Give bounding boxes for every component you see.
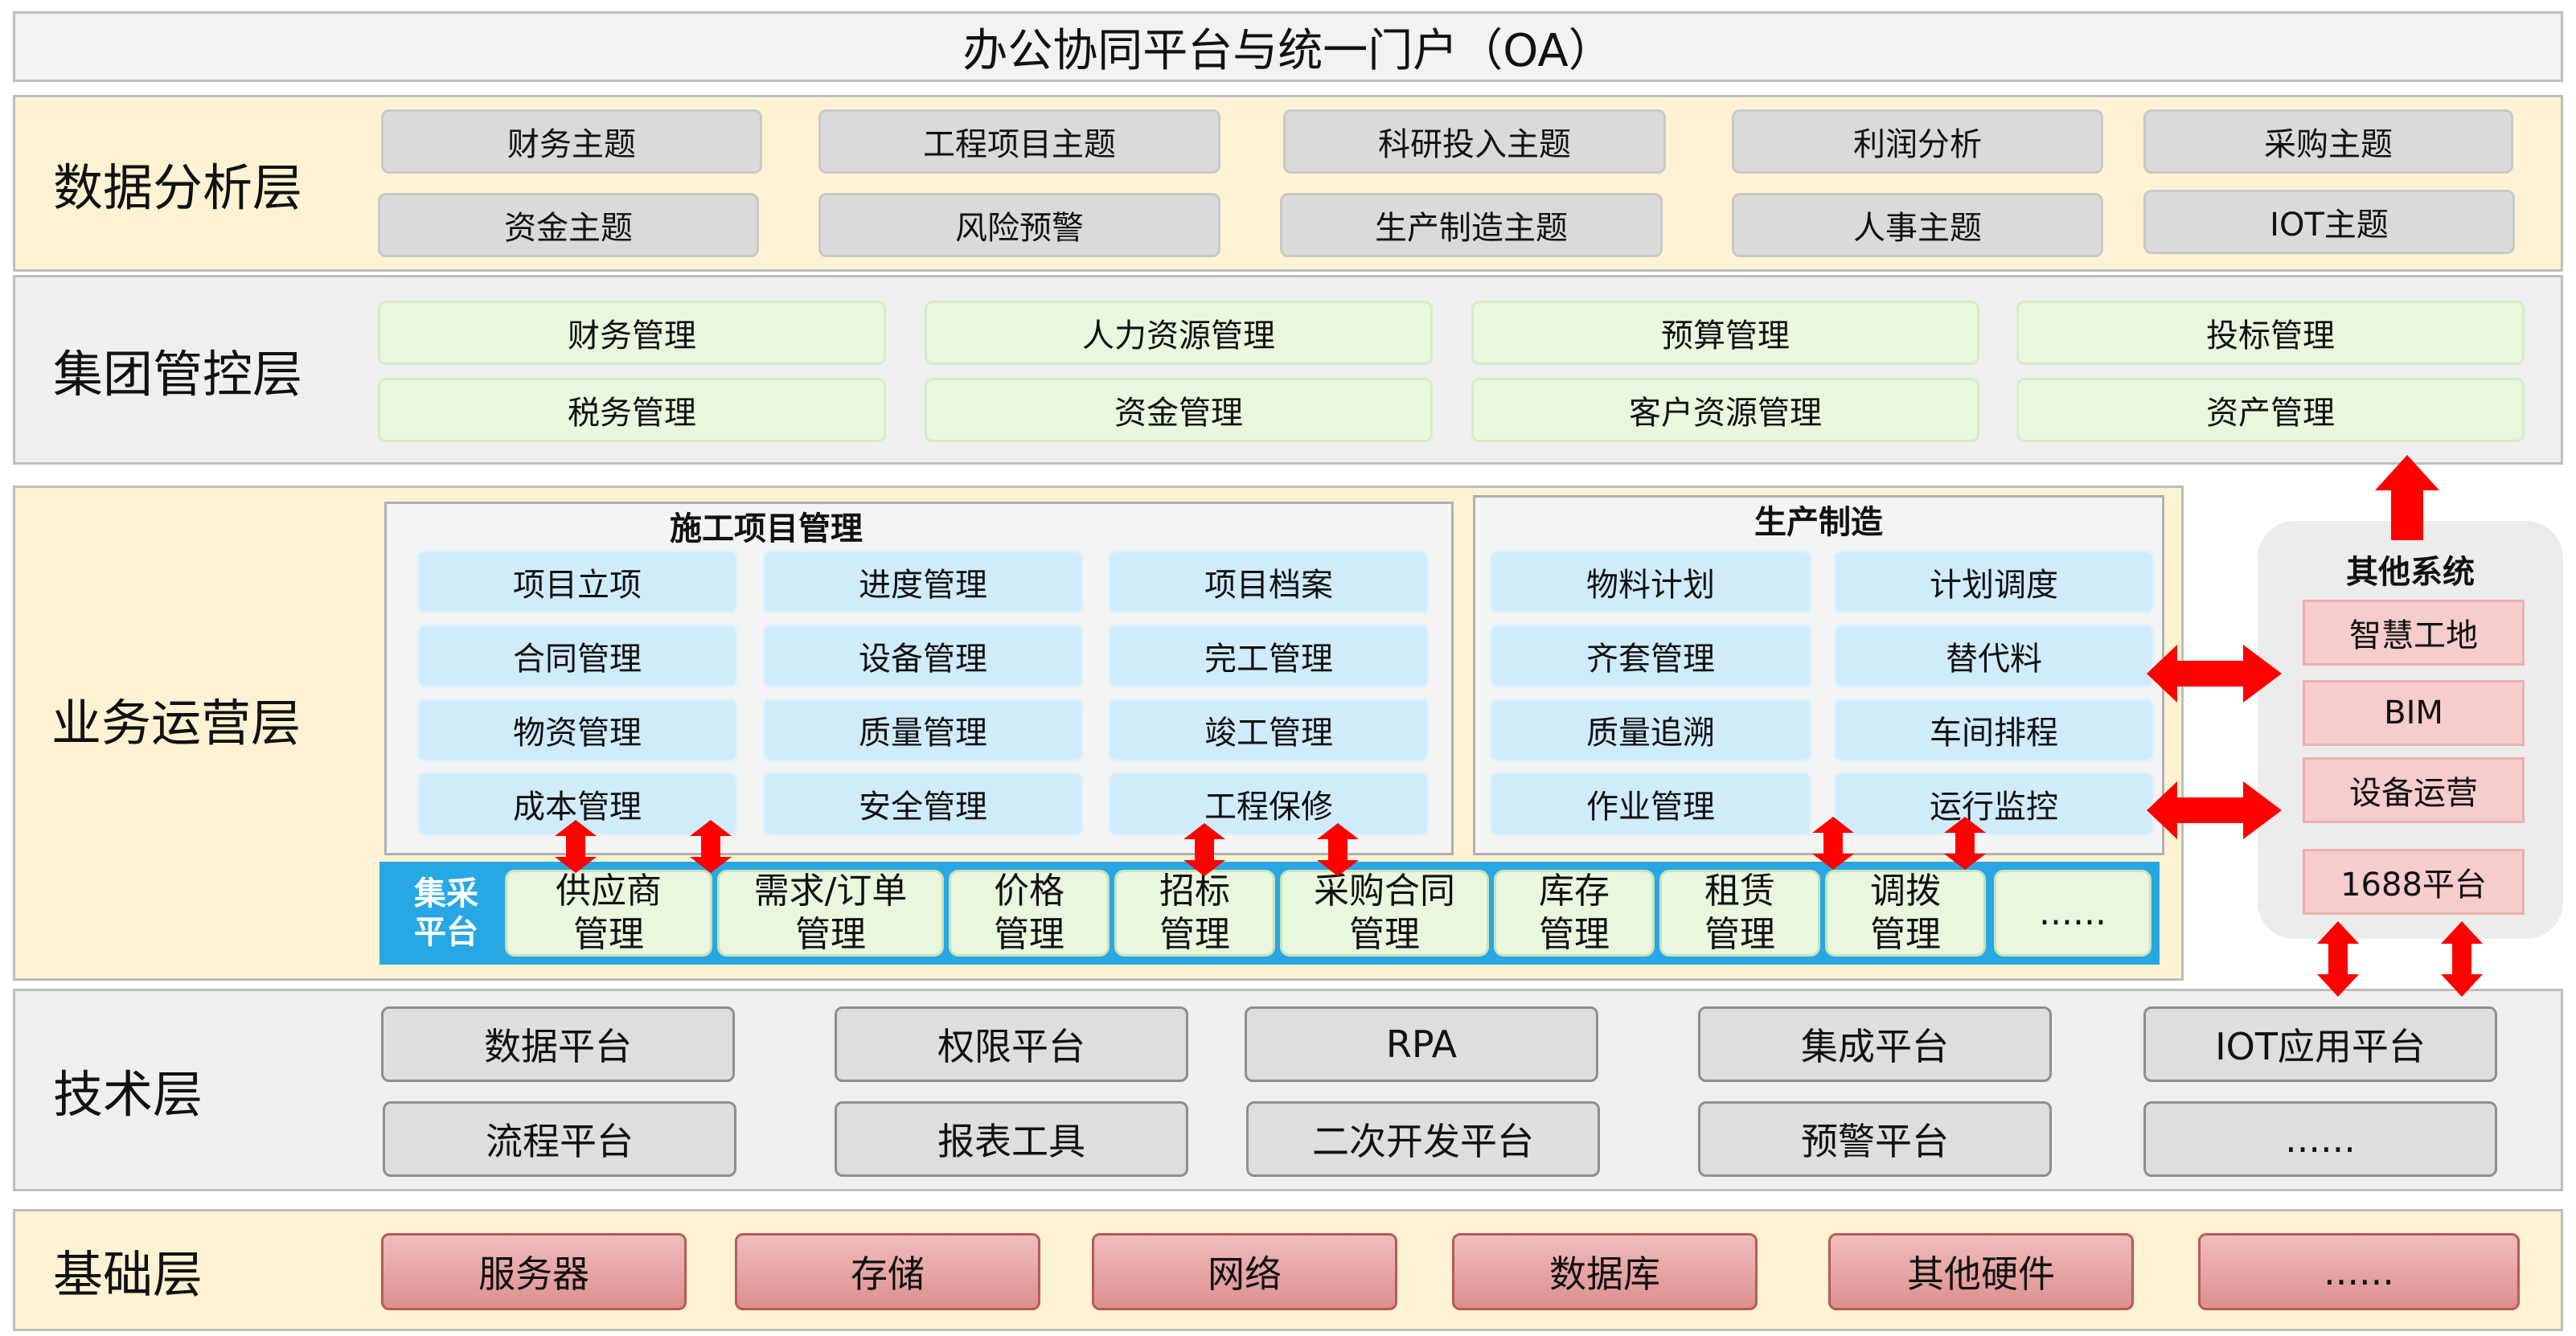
procurement-item-line2: 管理	[573, 914, 644, 955]
tech-item[interactable]: 权限平台	[835, 1006, 1188, 1082]
group-item[interactable]: 资金管理	[925, 378, 1433, 442]
construction-item[interactable]: 物资管理	[416, 698, 738, 762]
base-item[interactable]: 服务器	[381, 1233, 687, 1310]
procurement-item-line2: 管理	[994, 914, 1064, 955]
base-item[interactable]: 其他硬件	[1828, 1233, 2134, 1310]
analysis-item[interactable]: 资金主题	[378, 193, 759, 257]
analysis-item[interactable]: 采购主题	[2143, 109, 2513, 174]
base-item[interactable]: ......	[2198, 1233, 2520, 1310]
other-system-item[interactable]: 设备运营	[2303, 757, 2525, 823]
production-item[interactable]: 作业管理	[1489, 772, 1812, 836]
other-system-item[interactable]: BIM	[2303, 680, 2525, 746]
group-item[interactable]: 财务管理	[378, 301, 886, 365]
analysis-item[interactable]: 科研投入主题	[1283, 109, 1666, 174]
construction-item[interactable]: 工程保修	[1108, 772, 1430, 836]
analysis-item[interactable]: 生产制造主题	[1280, 193, 1663, 257]
procurement-item[interactable]: ......	[1994, 870, 2151, 957]
production-panel-title: 生产制造	[1754, 504, 1883, 541]
base-item[interactable]: 网络	[1092, 1233, 1397, 1310]
tech-item[interactable]: 报表工具	[835, 1101, 1188, 1177]
construction-item[interactable]: 设备管理	[762, 624, 1084, 688]
construction-item[interactable]: 项目档案	[1108, 550, 1430, 614]
procurement-label-line2: 平台	[414, 914, 478, 951]
tech-item[interactable]: 流程平台	[383, 1101, 736, 1177]
construction-item[interactable]: 成本管理	[416, 772, 738, 836]
base-item[interactable]: 数据库	[1452, 1233, 1758, 1310]
tech-item[interactable]: 集成平台	[1698, 1006, 2052, 1082]
procurement-item-line1: 采购合同	[1314, 871, 1455, 912]
construction-item[interactable]: 项目立项	[416, 550, 738, 614]
procurement-item[interactable]: 供应商管理	[505, 870, 712, 957]
construction-item[interactable]: 完工管理	[1108, 624, 1430, 688]
procurement-item-line1: 租赁	[1704, 871, 1775, 912]
tech-item[interactable]: 二次开发平台	[1246, 1101, 1600, 1177]
analysis-item[interactable]: 人事主题	[1732, 193, 2103, 257]
procurement-item-line1: 调拨	[1870, 871, 1941, 912]
group-item[interactable]: 投标管理	[2016, 301, 2525, 365]
production-item[interactable]: 替代料	[1833, 624, 2155, 688]
procurement-item-line1: 价格	[994, 871, 1064, 912]
layer-label-analysis: 数据分析层	[53, 158, 303, 217]
production-item[interactable]: 质量追溯	[1489, 698, 1812, 762]
procurement-label-line1: 集采	[414, 875, 478, 912]
procurement-item-line1: 招标	[1159, 871, 1230, 912]
procurement-item-line2: 管理	[1704, 914, 1775, 955]
procurement-item-line1: 供应商	[556, 871, 662, 912]
construction-item[interactable]: 合同管理	[416, 624, 738, 688]
analysis-item[interactable]: IOT主题	[2143, 190, 2515, 254]
procurement-item-line2: 管理	[1349, 914, 1420, 955]
procurement-item-line2: 管理	[1870, 914, 1941, 955]
group-item[interactable]: 人力资源管理	[925, 301, 1433, 365]
other-systems-title: 其他系统	[2346, 554, 2475, 591]
tech-item[interactable]: 预警平台	[1698, 1101, 2052, 1177]
procurement-item[interactable]: 价格管理	[949, 870, 1110, 957]
layer-label-tech: 技术层	[53, 1065, 203, 1124]
page-title: 办公协同平台与统一门户（OA）	[13, 11, 2563, 82]
tech-item[interactable]: IOT应用平台	[2143, 1006, 2497, 1082]
analysis-item[interactable]: 工程项目主题	[818, 109, 1220, 174]
tech-item[interactable]: 数据平台	[381, 1006, 735, 1082]
group-item[interactable]: 预算管理	[1471, 301, 1979, 365]
other-system-item[interactable]: 智慧工地	[2303, 600, 2525, 666]
procurement-strip-label: 集采 平台	[386, 867, 507, 960]
production-item[interactable]: 运行监控	[1833, 772, 2155, 836]
procurement-item-line2: 管理	[1159, 914, 1230, 955]
construction-item[interactable]: 进度管理	[762, 550, 1084, 614]
procurement-item[interactable]: 招标管理	[1114, 870, 1275, 957]
layer-label-group: 集团管控层	[53, 345, 303, 404]
group-item[interactable]: 资产管理	[2016, 378, 2525, 442]
analysis-item[interactable]: 财务主题	[381, 109, 762, 174]
construction-item[interactable]: 安全管理	[762, 772, 1084, 836]
layer-label-business: 业务运营层	[51, 694, 301, 752]
tech-item[interactable]: ......	[2143, 1101, 2497, 1177]
production-item[interactable]: 车间排程	[1833, 698, 2155, 762]
production-item[interactable]: 物料计划	[1489, 550, 1812, 614]
analysis-item[interactable]: 利润分析	[1732, 109, 2103, 174]
procurement-item[interactable]: 库存管理	[1494, 870, 1655, 957]
base-item[interactable]: 存储	[735, 1233, 1040, 1310]
group-item[interactable]: 客户资源管理	[1471, 378, 1979, 442]
construction-item[interactable]: 竣工管理	[1108, 698, 1430, 762]
construction-panel-title: 施工项目管理	[670, 510, 863, 547]
procurement-item[interactable]: 采购合同管理	[1280, 870, 1489, 957]
procurement-item-line1: 库存	[1539, 871, 1610, 912]
production-item[interactable]: 计划调度	[1833, 550, 2155, 614]
procurement-item[interactable]: 调拨管理	[1825, 870, 1986, 957]
production-item[interactable]: 齐套管理	[1489, 624, 1812, 688]
procurement-item-line1: 需求/订单	[753, 871, 908, 912]
tech-item[interactable]: RPA	[1245, 1006, 1598, 1082]
procurement-item[interactable]: 需求/订单管理	[717, 870, 944, 957]
procurement-item-line2: 管理	[1539, 914, 1610, 955]
layer-label-base: 基础层	[53, 1245, 203, 1304]
procurement-item[interactable]: 租赁管理	[1659, 870, 1820, 957]
construction-item[interactable]: 质量管理	[762, 698, 1084, 762]
other-system-item[interactable]: 1688平台	[2303, 849, 2525, 915]
group-item[interactable]: 税务管理	[378, 378, 886, 442]
procurement-item-line2: 管理	[795, 914, 866, 955]
procurement-item-line1: ......	[2039, 892, 2106, 934]
analysis-item[interactable]: 风险预警	[818, 193, 1220, 257]
